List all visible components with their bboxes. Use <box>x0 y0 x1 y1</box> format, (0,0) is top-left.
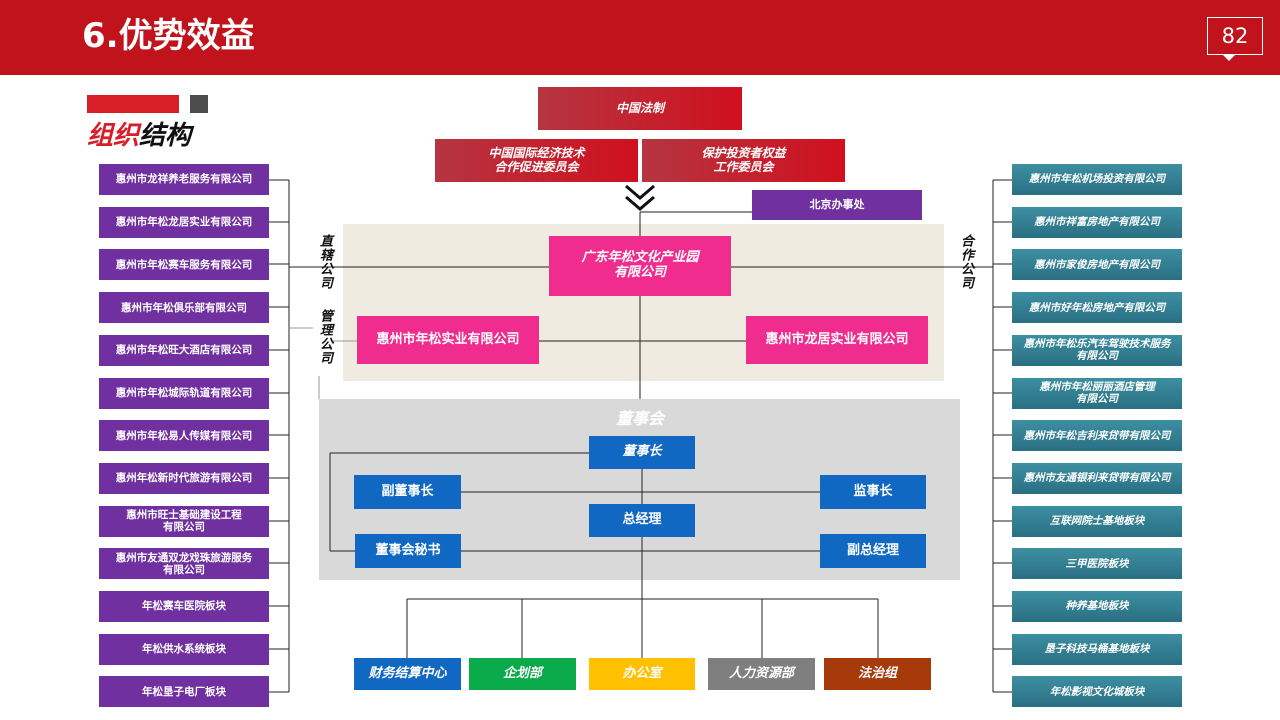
right-company-item: 年松影视文化城板块 <box>1012 676 1182 708</box>
right-company-item: 惠州市好年松房地产有限公司 <box>1012 292 1182 324</box>
board-supervisor: 监事长 <box>820 475 926 509</box>
left-company-item: 惠州年松新时代旅游有限公司 <box>99 462 269 494</box>
right-company-name: 惠州市好年松房地产有限公司 <box>1028 301 1166 314</box>
left-company-item: 惠州市友通双龙戏珠旅游服务有限公司 <box>99 548 269 580</box>
right-company-item: 垦子科技马桶基地板块 <box>1012 633 1182 665</box>
left-company-name: 惠州市年松易人传媒有限公司 <box>115 429 253 442</box>
department-box: 财务结算中心 <box>354 658 461 690</box>
right-company-name: 种养基地板块 <box>1065 600 1129 613</box>
left-company-name: 年松赛车医院板块 <box>142 600 226 613</box>
main-company-line2: 有限公司 <box>613 265 666 280</box>
label-direct-companies: 直辖公司 <box>317 234 332 290</box>
left-company-name: 惠州市年松龙居实业有限公司 <box>115 216 253 229</box>
board-secretary: 董事会秘书 <box>355 534 461 568</box>
right-company-name: 有限公司 <box>1076 350 1118 363</box>
left-company-item: 惠州市年松易人传媒有限公司 <box>99 420 269 452</box>
right-company-name: 惠州市祥富房地产有限公司 <box>1034 216 1160 229</box>
left-company-name: 惠州市年松城际轨道有限公司 <box>115 386 253 399</box>
board-title: 董事会 <box>615 409 664 428</box>
label-partner-companies: 合作公司 <box>958 234 973 290</box>
main-company-line1: 广东年松文化产业园 <box>581 250 699 266</box>
committee-left: 中国国际经济技术合作促进委员会 <box>435 139 638 182</box>
left-company-name: 惠州市年松赛车服务有限公司 <box>115 258 253 271</box>
right-company-item: 惠州市友通银利来贷带有限公司 <box>1012 462 1182 494</box>
label-managed-companies: 管理公司 <box>317 309 332 365</box>
right-company-item: 惠州市祥富房地产有限公司 <box>1012 206 1182 238</box>
page-number-badge: 82 <box>1207 17 1263 55</box>
left-sub-company: 惠州市年松实业有限公司 <box>357 316 539 364</box>
right-company-item: 惠州市年松丽丽酒店管理有限公司 <box>1012 377 1182 409</box>
board-general-manager: 总经理 <box>589 504 695 537</box>
department-box: 人力资源部 <box>708 658 815 690</box>
right-company-name: 惠州市年松机场投资有限公司 <box>1028 173 1166 186</box>
left-company-item: 惠州市龙祥养老服务有限公司 <box>99 164 269 195</box>
main-company: 广东年松文化产业园有限公司 <box>549 236 731 296</box>
right-sub-company: 惠州市龙居实业有限公司 <box>746 316 928 364</box>
committee-left-line2: 合作促进委员会 <box>494 159 579 174</box>
left-company-item: 惠州市旺士基础建设工程有限公司 <box>99 505 269 537</box>
right-company-item: 互联网院士基地板块 <box>1012 505 1182 537</box>
page-title: 6.优势效益 <box>82 16 255 56</box>
left-company-name: 年松垦子电厂板块 <box>142 685 226 698</box>
committee-right-line2: 工作委员会 <box>713 159 774 174</box>
right-company-name: 有限公司 <box>1076 393 1118 405</box>
left-company-item: 惠州市年松赛车服务有限公司 <box>99 249 269 281</box>
right-company-name: 惠州市年松丽丽酒店管理 <box>1039 380 1155 393</box>
left-company-name: 年松供水系统板块 <box>142 643 226 656</box>
right-company-item: 惠州市年松吉利来贷带有限公司 <box>1012 420 1182 452</box>
header-bar <box>0 0 1280 75</box>
left-company-name: 有限公司 <box>163 563 205 576</box>
left-company-name: 惠州市年松旺大酒店有限公司 <box>115 344 253 357</box>
board-deputy-gm: 副总经理 <box>820 534 926 568</box>
left-company-item: 年松供水系统板块 <box>99 633 269 665</box>
right-company-item: 种养基地板块 <box>1012 591 1182 622</box>
section-title-part1: 组织 <box>87 121 140 151</box>
department-box: 法治组 <box>824 658 931 690</box>
right-company-name: 惠州市年松吉利来贷带有限公司 <box>1023 429 1171 442</box>
right-company-item: 惠州市年松乐汽车驾驶技术服务有限公司 <box>1012 334 1182 366</box>
right-company-name: 惠州市年松乐汽车驾驶技术服务 <box>1023 338 1171 351</box>
right-company-name: 惠州市家俊房地产有限公司 <box>1034 258 1160 271</box>
left-company-item: 惠州市年松俱乐部有限公司 <box>99 292 269 324</box>
left-company-name: 惠州市龙祥养老服务有限公司 <box>115 173 253 186</box>
right-company-name: 惠州市友通银利来贷带有限公司 <box>1023 472 1171 485</box>
right-company-name: 互联网院士基地板块 <box>1049 515 1145 528</box>
beijing-office: 北京办事处 <box>752 190 922 220</box>
section-grey-square <box>190 95 208 113</box>
section-red-bar <box>87 95 179 113</box>
left-company-name: 惠州市旺士基础建设工程 <box>126 509 242 522</box>
left-company-name: 惠州市年松俱乐部有限公司 <box>121 301 247 314</box>
section-title-part2: 结构 <box>139 121 192 151</box>
left-company-item: 年松垦子电厂板块 <box>99 676 269 708</box>
parent-org: 中国法制 <box>538 87 742 130</box>
down-chevron-icon <box>625 184 655 211</box>
left-company-item: 年松赛车医院板块 <box>99 591 269 622</box>
committee-right: 保护投资者权益工作委员会 <box>642 139 845 182</box>
department-box: 办公室 <box>589 658 695 690</box>
department-box: 企划部 <box>469 658 576 690</box>
page-badge-tail <box>1222 54 1236 61</box>
left-company-item: 惠州市年松城际轨道有限公司 <box>99 377 269 409</box>
right-company-item: 三甲医院板块 <box>1012 548 1182 580</box>
right-company-name: 年松影视文化城板块 <box>1049 685 1145 698</box>
right-company-item: 惠州市年松机场投资有限公司 <box>1012 164 1182 195</box>
section-title: 组织结构 <box>87 117 191 155</box>
left-company-name: 惠州市友通双龙戏珠旅游服务 <box>115 551 253 564</box>
left-company-item: 惠州市年松龙居实业有限公司 <box>99 206 269 238</box>
right-company-name: 垦子科技马桶基地板块 <box>1044 643 1150 656</box>
committee-right-line1: 保护投资者权益 <box>701 145 786 160</box>
right-company-item: 惠州市家俊房地产有限公司 <box>1012 249 1182 281</box>
committee-left-line1: 中国国际经济技术 <box>488 145 585 160</box>
board-vice-chairman: 副董事长 <box>354 475 461 509</box>
right-company-name: 三甲医院板块 <box>1065 557 1129 570</box>
left-company-item: 惠州市年松旺大酒店有限公司 <box>99 334 269 366</box>
board-chairman: 董事长 <box>589 436 695 469</box>
left-company-name: 惠州年松新时代旅游有限公司 <box>115 472 253 485</box>
left-company-name: 有限公司 <box>163 521 205 534</box>
